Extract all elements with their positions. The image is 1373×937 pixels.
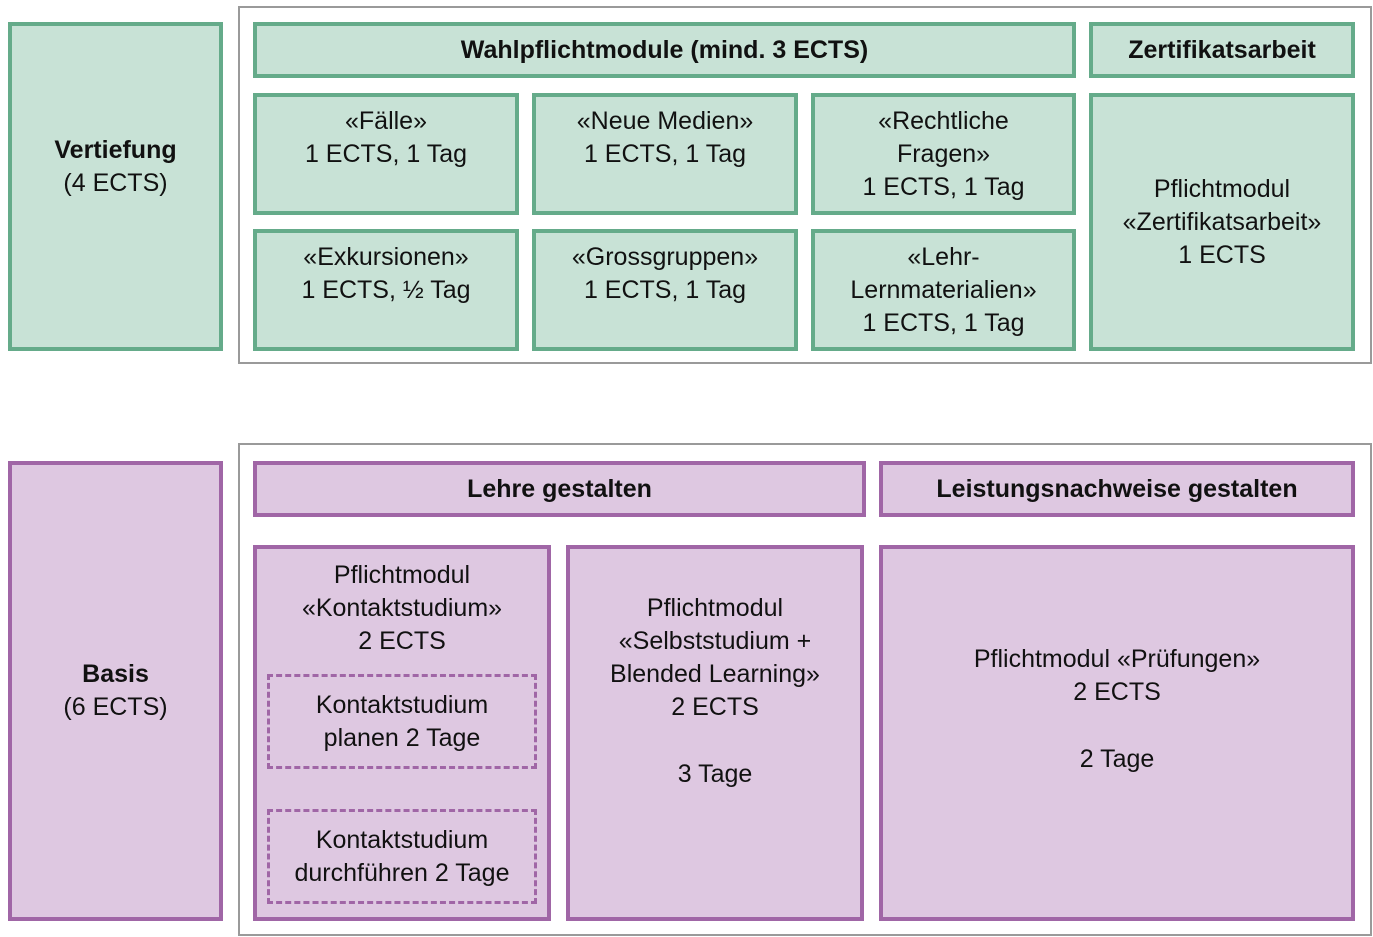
module-title: Pflichtmodul — [333, 561, 471, 589]
submodule-durchfuehren: Kontaktstudium durchführen 2 Tage — [267, 809, 537, 904]
module-neue-medien: «Neue Medien» 1 ECTS, 1 Tag — [532, 93, 798, 215]
module-rechtliche-fragen: «Rechtliche Fragen» 1 ECTS, 1 Tag — [811, 93, 1076, 215]
module-title: Pflichtmodul — [646, 594, 784, 622]
module-title: «Grossgruppen» — [571, 243, 759, 271]
module-days: 2 Tage — [1079, 745, 1155, 773]
module-title: «Selbststudium + — [618, 627, 812, 655]
module-title: «Zertifikatsarbeit» — [1122, 208, 1322, 236]
basis-frame — [238, 443, 1372, 936]
module-title: «Exkursionen» — [303, 243, 469, 271]
basis-label: Basis (6 ECTS) — [8, 461, 223, 921]
module-title: Blended Learning» — [610, 660, 820, 688]
module-title: Pflichtmodul «Prüfungen» — [973, 645, 1261, 673]
module-lehr-lernmaterialien: «Lehr- Lernmaterialien» 1 ECTS, 1 Tag — [811, 229, 1076, 351]
basis-title: Basis — [82, 660, 149, 688]
module-title: «Lehr- — [907, 243, 980, 271]
lehre-header: Lehre gestalten — [253, 461, 866, 517]
basis-ects: (6 ECTS) — [63, 693, 168, 721]
module-title: «Neue Medien» — [576, 107, 754, 135]
module-info: 1 ECTS, ½ Tag — [301, 276, 471, 304]
module-faelle: «Fälle» 1 ECTS, 1 Tag — [253, 93, 519, 215]
module-zertifikatsarbeit: Pflichtmodul «Zertifikatsarbeit» 1 ECTS — [1089, 93, 1355, 351]
module-info: 2 ECTS — [358, 627, 446, 655]
module-title: Fragen» — [896, 140, 991, 168]
module-title: «Rechtliche — [878, 107, 1009, 135]
module-info: 2 ECTS — [671, 693, 759, 721]
module-title: Lernmaterialien» — [850, 276, 1037, 304]
submodule-title: Kontaktstudium — [315, 825, 489, 854]
vertiefung-label: Vertiefung (4 ECTS) — [8, 22, 223, 351]
submodule-planen: Kontaktstudium planen 2 Tage — [267, 674, 537, 769]
wahlpflicht-header: Wahlpflichtmodule (mind. 3 ECTS) — [253, 22, 1076, 78]
vertiefung-ects: (4 ECTS) — [63, 169, 168, 197]
submodule-title: Kontaktstudium — [315, 690, 489, 719]
module-grossgruppen: «Grossgruppen» 1 ECTS, 1 Tag — [532, 229, 798, 351]
submodule-info: planen 2 Tage — [323, 723, 481, 752]
vertiefung-frame — [238, 6, 1372, 364]
module-title: «Kontaktstudium» — [301, 594, 503, 622]
zertifikat-header: Zertifikatsarbeit — [1089, 22, 1355, 78]
vertiefung-title: Vertiefung — [54, 136, 177, 164]
module-info: 1 ECTS, 1 Tag — [862, 309, 1025, 337]
submodule-info: durchführen 2 Tage — [294, 858, 510, 887]
module-title: Pflichtmodul — [1153, 175, 1291, 203]
module-days: 3 Tage — [677, 760, 753, 788]
module-selbststudium: Pflichtmodul «Selbststudium + Blended Le… — [566, 545, 864, 921]
module-kontaktstudium: Pflichtmodul «Kontaktstudium» 2 ECTS — [253, 545, 551, 921]
leistung-header: Leistungsnachweise gestalten — [879, 461, 1355, 517]
module-info: 2 ECTS — [1073, 678, 1161, 706]
module-info: 1 ECTS, 1 Tag — [862, 173, 1025, 201]
module-info: 1 ECTS, 1 Tag — [583, 140, 747, 168]
module-info: 1 ECTS, 1 Tag — [304, 140, 468, 168]
module-info: 1 ECTS — [1178, 241, 1266, 269]
module-pruefungen: Pflichtmodul «Prüfungen» 2 ECTS 2 Tage — [879, 545, 1355, 921]
module-title: «Fälle» — [345, 107, 427, 135]
module-exkursionen: «Exkursionen» 1 ECTS, ½ Tag — [253, 229, 519, 351]
module-info: 1 ECTS, 1 Tag — [583, 276, 747, 304]
